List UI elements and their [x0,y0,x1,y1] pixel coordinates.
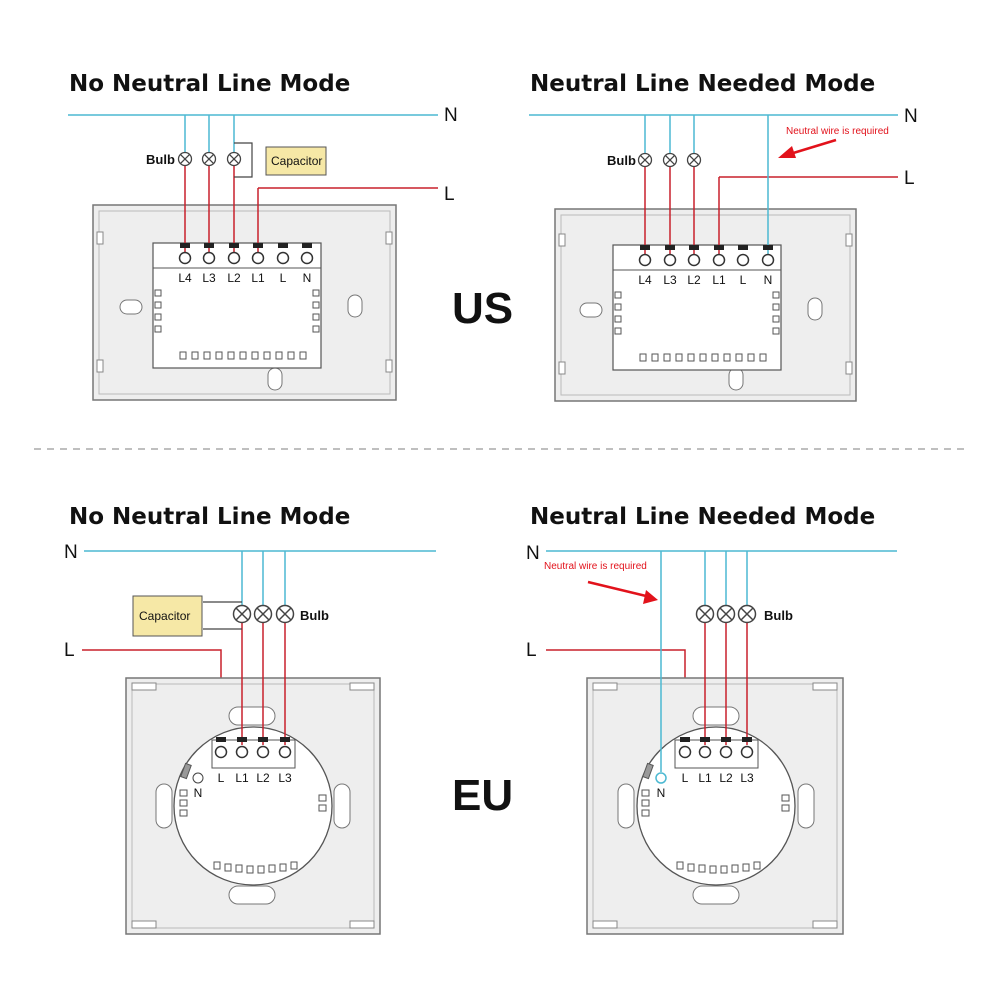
terminal-icon [214,736,228,759]
us-left-title: No Neutral Line Mode [69,71,350,97]
capacitor-label: Capacitor [271,154,322,168]
terminal-label: N [657,786,666,800]
terminal-icon [736,244,750,267]
bulb-icon [201,151,217,167]
terminal-label: L1 [712,273,726,287]
terminal-icon [202,242,216,265]
bulb-icon [232,604,252,624]
bulb-icon [716,604,736,624]
l-label: L [64,640,75,661]
terminal-icon [698,736,712,759]
us-switch-plate [92,204,397,401]
eu-neutral-needed-panel: Neutral Line Needed Mode N L [526,504,897,935]
bulb-icon [226,151,242,167]
terminal-label: L3 [202,271,216,285]
capacitor-label: Capacitor [139,609,190,623]
bulb-icon [737,604,757,624]
capacitor-box [132,595,203,637]
arrow-icon [587,580,658,604]
us-right-wires [644,115,769,254]
terminal-label: N [303,271,312,285]
eu-switch-plate [125,677,381,935]
l-label: L [444,184,455,205]
terminal-icon [276,242,290,265]
us-neutral-needed-panel: Neutral Line Needed Mode N L [529,71,918,402]
neutral-required-note: Neutral wire is required [544,561,647,572]
bulb-label: Bulb [300,608,329,623]
terminal-icon [638,244,652,267]
terminal-icon [663,244,677,267]
terminal-label: L2 [227,271,241,285]
terminal-icon [712,244,726,267]
terminal-label: L2 [719,771,733,785]
eu-left-wires [203,551,286,745]
terminal-label: L [682,771,689,785]
terminal-label: N [764,273,773,287]
bulb-label: Bulb [607,153,636,168]
bulb-icon [253,604,273,624]
terminal-label: L1 [251,271,265,285]
arrow-icon [778,138,837,158]
terminal-icon [687,244,701,267]
terminal-icon [278,736,292,759]
capacitor-box [265,146,327,176]
terminal-icon [256,736,270,759]
bulb-icon [637,152,653,168]
terminal-label: L1 [698,771,712,785]
terminal-icon [678,736,692,759]
terminal-label: L [218,771,225,785]
terminal-icon [719,736,733,759]
terminal-label: L [280,271,287,285]
eu-right-title: Neutral Line Needed Mode [530,504,875,530]
bulb-icon [177,151,193,167]
n-label: N [526,543,540,564]
eu-region-label: EU [452,771,513,820]
eu-left-title: No Neutral Line Mode [69,504,350,530]
eu-right-wires [660,551,748,772]
us-right-title: Neutral Line Needed Mode [530,71,875,97]
l-label: L [904,168,915,189]
n-label: N [64,542,78,563]
terminal-label: L2 [256,771,270,785]
terminal-label: L2 [687,273,701,287]
neutral-required-note: Neutral wire is required [786,126,889,137]
terminal-label: L [740,273,747,287]
us-region-label: US [452,284,513,333]
bulb-icon [275,604,295,624]
n-label: N [444,105,458,126]
terminal-icon [761,244,775,267]
n-terminal-icon [655,772,667,784]
terminal-label: L3 [663,273,677,287]
l-label: L [526,640,537,661]
terminal-icon [251,242,265,265]
terminal-label: L3 [740,771,754,785]
bulb-icon [695,604,715,624]
terminal-icon [178,242,192,265]
terminal-icon [740,736,754,759]
us-no-neutral-panel: No Neutral Line Mode N L [68,71,458,401]
terminal-label: L4 [178,271,192,285]
bulb-label: Bulb [764,608,793,623]
terminal-icon [235,736,249,759]
bulb-icon [686,152,702,168]
eu-switch-plate [586,677,844,935]
terminal-icon [300,242,314,265]
n-label: N [904,106,918,127]
us-switch-plate [554,208,857,402]
terminal-label: L3 [278,771,292,785]
terminal-label: N [194,786,203,800]
terminal-icon [227,242,241,265]
us-left-wires [184,115,259,252]
eu-no-neutral-panel: No Neutral Line Mode N L [64,504,436,935]
terminal-label: L4 [638,273,652,287]
terminal-label: L1 [235,771,249,785]
bulb-label: Bulb [146,152,175,167]
bulb-icon [662,152,678,168]
